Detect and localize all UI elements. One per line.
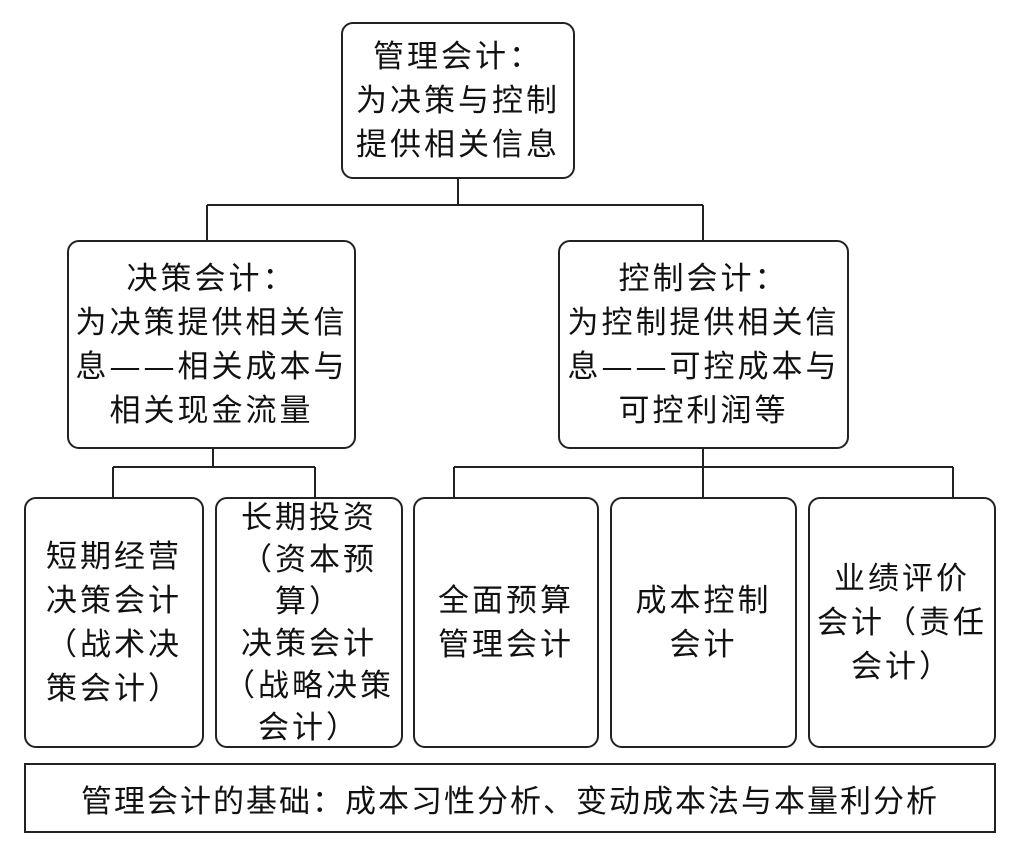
performance-evaluation-text: 业绩评价 会计（责任 会计） <box>817 560 987 685</box>
budget-management-text: 全面预算 管理会计 <box>438 582 574 663</box>
foundation-text: 管理会计的基础：成本习性分析、变动成本法与本量利分析 <box>81 783 939 820</box>
root-node-text: 管理会计： 为决策与控制 提供相关信息 <box>356 38 560 163</box>
short-term-decision-text: 短期经营 决策会计 （战术决 策会计） <box>46 538 182 707</box>
short-term-decision-node: 短期经营 决策会计 （战术决 策会计） <box>24 497 204 748</box>
budget-management-node: 全面预算 管理会计 <box>413 497 599 748</box>
decision-accounting-text: 决策会计： 为决策提供相关信 息——相关成本与 相关现金流量 <box>75 260 348 429</box>
root-node: 管理会计： 为决策与控制 提供相关信息 <box>341 22 575 179</box>
decision-accounting-node: 决策会计： 为决策提供相关信 息——相关成本与 相关现金流量 <box>67 240 356 449</box>
cost-control-text: 成本控制 会计 <box>635 582 772 663</box>
foundation-bar: 管理会计的基础：成本习性分析、变动成本法与本量利分析 <box>24 763 996 833</box>
long-term-investment-node: 长期投资 （资本预算） 决策会计 （战略决策 会计） <box>215 497 403 748</box>
long-term-investment-text: 长期投资 （资本预算） 决策会计 （战略决策 会计） <box>224 499 394 746</box>
control-accounting-text: 控制会计： 为控制提供相关信 息——可控成本与 可控利润等 <box>567 260 840 429</box>
cost-control-node: 成本控制 会计 <box>610 497 797 748</box>
control-accounting-node: 控制会计： 为控制提供相关信 息——可控成本与 可控利润等 <box>558 240 849 449</box>
performance-evaluation-node: 业绩评价 会计（责任 会计） <box>808 497 996 748</box>
